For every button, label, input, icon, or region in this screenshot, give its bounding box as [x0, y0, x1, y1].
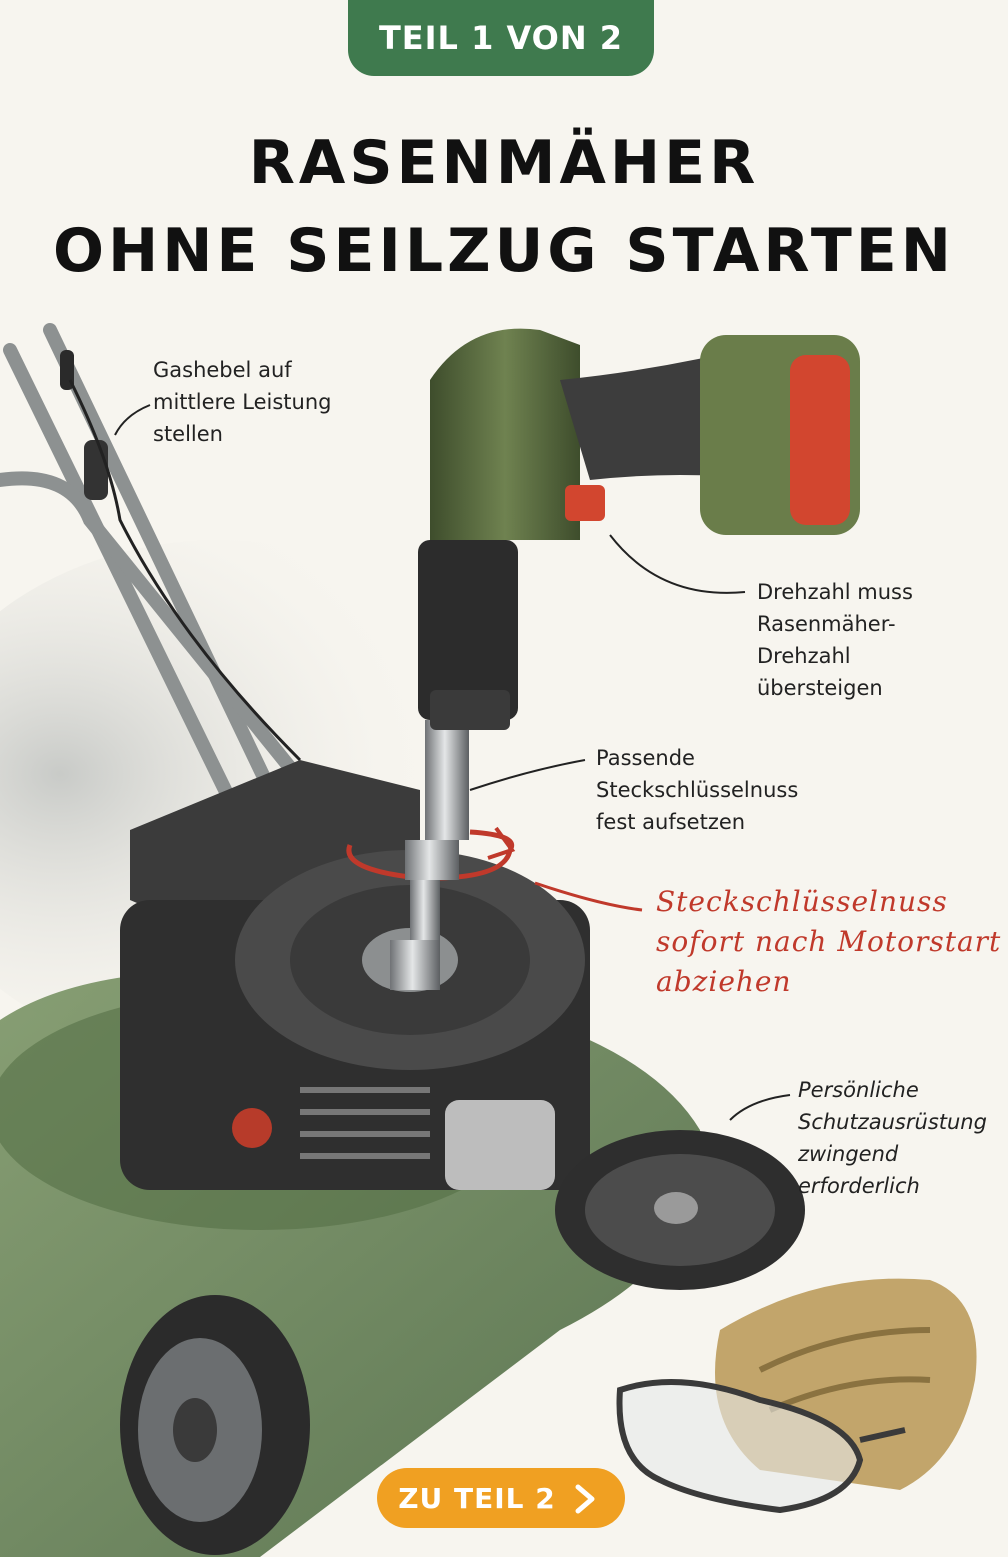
mower-drill-illustration: [0, 323, 977, 1557]
mower-wheel: [120, 1295, 310, 1555]
starter-pulley: [555, 1130, 805, 1290]
annotation-leaders: [114, 404, 791, 1121]
annotation-ppe: Persönliche Schutzausrüstung zwingend er…: [798, 1078, 987, 1198]
next-part-button[interactable]: ZU TEIL 2: [377, 1468, 625, 1528]
warning-leader: [534, 881, 643, 912]
next-part-label: ZU TEIL 2: [398, 1481, 556, 1515]
socket-extension: [390, 720, 469, 990]
annotation-throttle: Gashebel auf mittlere Leistung stellen: [153, 358, 332, 446]
cordless-drill: [418, 328, 860, 730]
annotation-rpm: Drehzahl muss Rasenmäher- Drehzahl übers…: [757, 580, 913, 700]
title-line-2: OHNE SEILZUG STARTEN: [53, 216, 955, 286]
part-badge: TEIL 1 VON 2: [348, 0, 654, 76]
throttle-lever: [60, 350, 302, 762]
arrow-down-right-icon: [575, 1484, 595, 1514]
annotation-socket: Passende Steckschlüsselnuss fest aufsetz…: [596, 746, 799, 834]
annotation-warning: Steckschlüsselnuss sofort nach Motorstar…: [656, 885, 1002, 998]
mower-handle: [0, 323, 307, 807]
title-line-1: RASENMÄHER: [248, 128, 760, 198]
safety-goggles: [616, 1379, 906, 1514]
